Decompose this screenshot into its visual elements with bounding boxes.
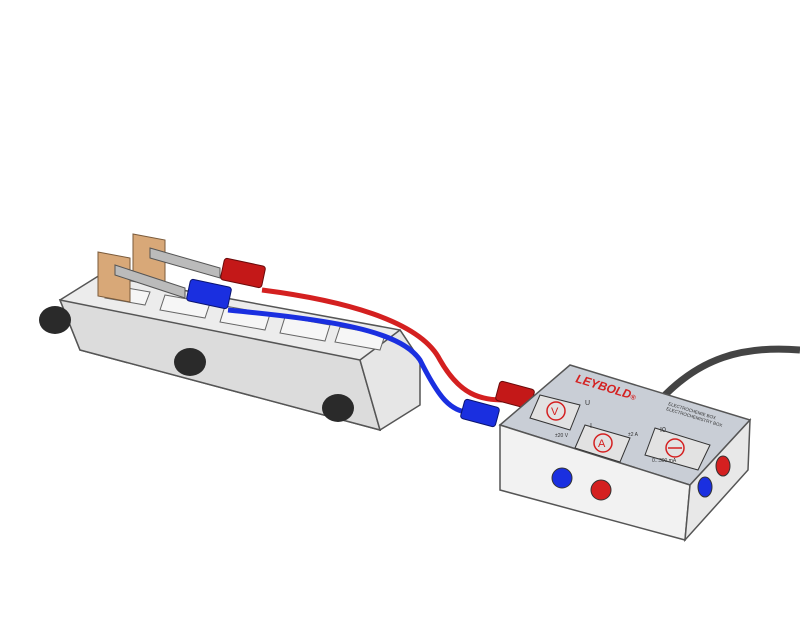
red-plug-left[interactable]	[220, 257, 266, 289]
blue-plug-right[interactable]	[460, 398, 500, 428]
crocodile-clips	[114, 247, 221, 299]
svg-text:V: V	[551, 406, 559, 418]
electrode-plate	[97, 251, 131, 303]
power-cable	[662, 345, 800, 398]
blue-plug-left[interactable]	[186, 278, 232, 310]
blue-socket-side[interactable]	[697, 476, 713, 498]
svg-text:I0: I0	[660, 427, 666, 434]
svg-text:U: U	[585, 400, 590, 407]
blue-cable	[227, 307, 471, 416]
current-source-symbol	[665, 438, 685, 458]
red-cable	[261, 287, 506, 403]
blue-socket[interactable]	[551, 467, 573, 489]
red-socket-side[interactable]	[715, 455, 731, 477]
knob[interactable]	[39, 306, 71, 334]
svg-text:A: A	[598, 438, 606, 450]
knob[interactable]	[322, 394, 354, 422]
svg-text:I: I	[590, 423, 592, 430]
svg-text:±20 V: ±20 V	[555, 433, 569, 439]
red-socket[interactable]	[590, 479, 612, 501]
svg-text:±2 A: ±2 A	[628, 432, 639, 438]
measurement-box: LEYBOLD® V U ±20 V A I ±2 A I0 0...300 m…	[498, 364, 752, 543]
knob[interactable]	[174, 348, 206, 376]
voltmeter-symbol	[546, 401, 566, 421]
svg-text:0...300 mA: 0...300 mA	[652, 458, 677, 464]
ammeter-symbol	[593, 433, 613, 453]
